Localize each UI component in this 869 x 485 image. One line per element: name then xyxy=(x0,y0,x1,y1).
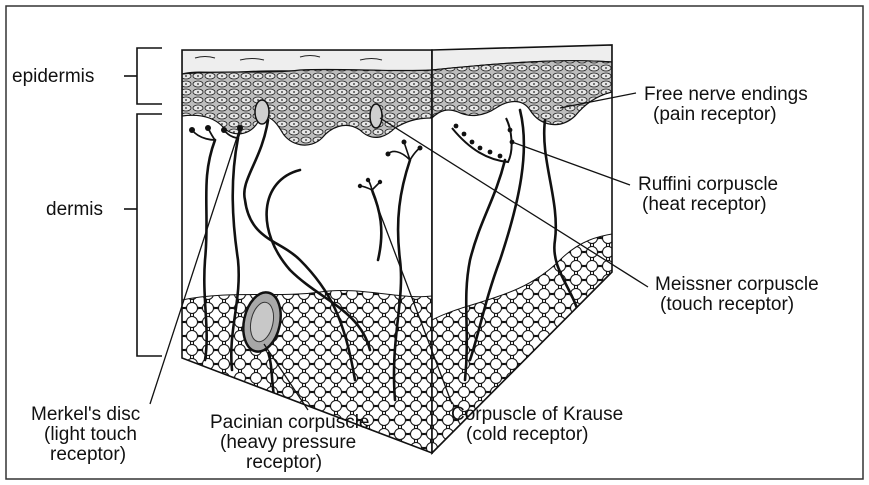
ruffini-line-1: Ruffini corpuscle xyxy=(638,174,778,195)
free-nerve-line-1: Free nerve endings xyxy=(644,84,808,105)
label-ruffini: Ruffini corpuscle (heat receptor) xyxy=(638,174,783,215)
label-pacinian: Pacinian corpuscle (heavy pressure recep… xyxy=(210,412,375,473)
meissner-line-1: Meissner corpuscle xyxy=(655,274,819,295)
label-free-nerve-endings: Free nerve endings (pain receptor) xyxy=(644,84,813,125)
epidermis-bracket xyxy=(124,48,162,104)
label-epidermis: epidermis xyxy=(12,66,94,87)
merkel-line-2: (light touch xyxy=(44,424,137,445)
krause-line-2: (cold receptor) xyxy=(466,424,589,445)
meissner-line-2: (touch receptor) xyxy=(660,294,794,315)
label-krause: Corpuscle of Krause (cold receptor) xyxy=(451,404,628,445)
pacinian-line-1: Pacinian corpuscle xyxy=(210,412,369,433)
label-merkel: Merkel's disc (light touch receptor) xyxy=(31,404,146,465)
free-nerve-line-2: (pain receptor) xyxy=(653,104,777,125)
skin-block-front xyxy=(182,50,432,460)
dermis-bracket xyxy=(124,114,162,356)
label-meissner: Meissner corpuscle (touch receptor) xyxy=(655,274,824,315)
merkel-line-1: Merkel's disc xyxy=(31,404,140,425)
pacinian-line-3: receptor) xyxy=(246,452,322,473)
label-dermis: dermis xyxy=(46,199,103,220)
merkel-line-3: receptor) xyxy=(50,444,126,465)
pacinian-line-2: (heavy pressure xyxy=(220,432,356,453)
krause-line-1: Corpuscle of Krause xyxy=(451,404,623,425)
ruffini-line-2: (heat receptor) xyxy=(642,194,767,215)
